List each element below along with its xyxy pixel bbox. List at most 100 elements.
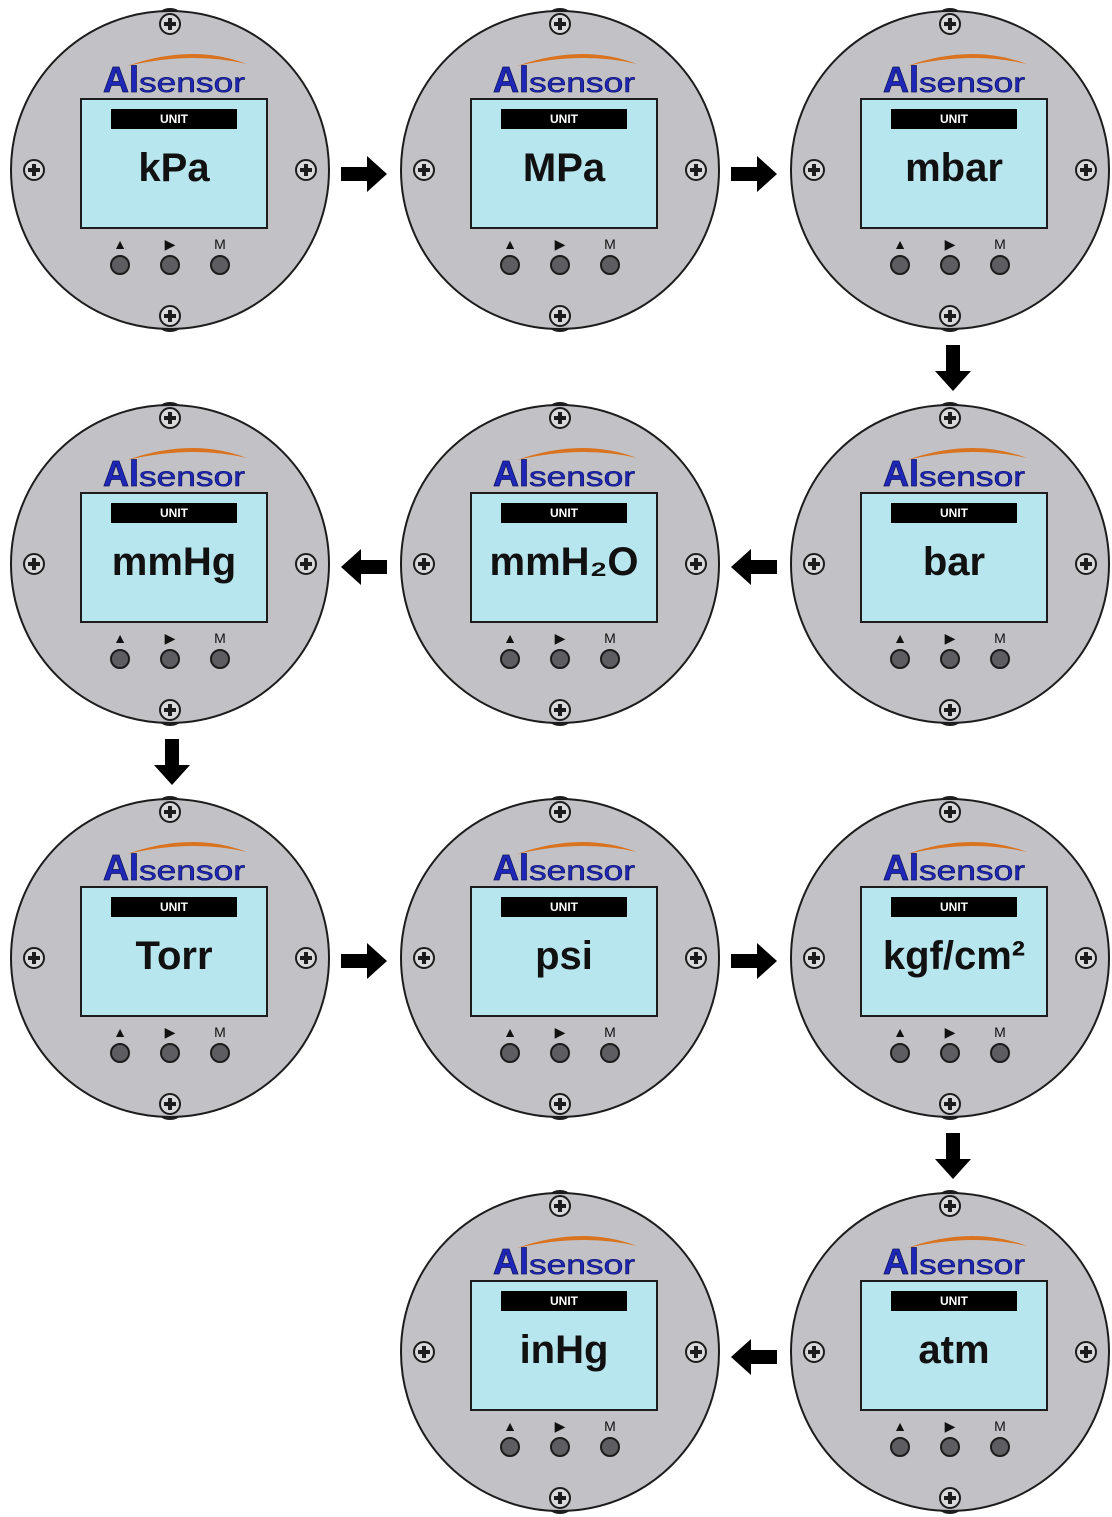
screw-top-icon xyxy=(549,13,571,35)
logo-text-sensor: sensor xyxy=(529,67,635,98)
logo-text-sensor: sensor xyxy=(529,461,635,492)
mode-button[interactable] xyxy=(600,1437,620,1457)
logo-text-al: Al xyxy=(493,59,529,100)
up-button[interactable] xyxy=(110,649,130,669)
screw-top-icon xyxy=(939,801,961,823)
logo-text-sensor: sensor xyxy=(529,855,635,886)
screw-right-icon xyxy=(685,947,707,969)
right-button[interactable] xyxy=(160,649,180,669)
up-button[interactable] xyxy=(890,649,910,669)
screw-bottom-icon xyxy=(159,305,181,327)
mode-button[interactable] xyxy=(990,649,1010,669)
right-button[interactable] xyxy=(550,1437,570,1457)
screw-top-icon xyxy=(939,13,961,35)
mode-button-label: M xyxy=(214,630,226,646)
mode-button[interactable] xyxy=(600,255,620,275)
up-button[interactable] xyxy=(500,1043,520,1063)
up-button-label: ▲ xyxy=(503,1418,517,1434)
up-button[interactable] xyxy=(110,255,130,275)
mode-button[interactable] xyxy=(990,1043,1010,1063)
unit-value: atm xyxy=(918,1328,990,1372)
screw-right-icon xyxy=(1075,947,1097,969)
unit-header: UNIT xyxy=(501,503,627,523)
right-button-label: ▶ xyxy=(554,236,566,252)
screw-bottom-icon xyxy=(549,699,571,721)
mode-button[interactable] xyxy=(990,1437,1010,1457)
screw-bottom-icon xyxy=(939,305,961,327)
up-button-label: ▲ xyxy=(503,1024,517,1040)
screw-left-icon xyxy=(23,159,45,181)
screw-left-icon xyxy=(413,947,435,969)
right-button[interactable] xyxy=(940,1043,960,1063)
mode-button[interactable] xyxy=(600,649,620,669)
unit-header: UNIT xyxy=(891,1291,1017,1311)
unit-value: mmHg xyxy=(111,540,237,584)
logo-text-al: Al xyxy=(493,847,529,888)
unit-value: psi xyxy=(535,934,593,978)
right-button-label: ▶ xyxy=(554,1024,566,1040)
right-button[interactable] xyxy=(550,1043,570,1063)
screw-right-icon xyxy=(1075,553,1097,575)
mode-button[interactable] xyxy=(210,255,230,275)
right-button[interactable] xyxy=(550,255,570,275)
screw-left-icon xyxy=(23,553,45,575)
screw-right-icon xyxy=(685,1341,707,1363)
right-button[interactable] xyxy=(940,649,960,669)
screw-bottom-icon xyxy=(159,1093,181,1115)
logo-swoosh xyxy=(517,1235,637,1248)
mode-button[interactable] xyxy=(210,1043,230,1063)
unit-value: kPa xyxy=(138,146,210,190)
up-button[interactable] xyxy=(890,1437,910,1457)
right-button[interactable] xyxy=(160,255,180,275)
up-button-label: ▲ xyxy=(893,630,907,646)
logo-text-al: Al xyxy=(883,847,919,888)
right-button[interactable] xyxy=(160,1043,180,1063)
screw-left-icon xyxy=(413,159,435,181)
up-button-label: ▲ xyxy=(503,630,517,646)
flow-arrow-down-icon xyxy=(935,1133,971,1179)
mode-button[interactable] xyxy=(600,1043,620,1063)
up-button[interactable] xyxy=(500,255,520,275)
right-button-label: ▶ xyxy=(164,1024,176,1040)
up-button[interactable] xyxy=(890,255,910,275)
mode-button[interactable] xyxy=(990,255,1010,275)
up-button[interactable] xyxy=(500,649,520,669)
up-button-label: ▲ xyxy=(893,1418,907,1434)
screw-left-icon xyxy=(413,553,435,575)
right-button[interactable] xyxy=(550,649,570,669)
screw-top-icon xyxy=(159,801,181,823)
up-button-label: ▲ xyxy=(893,1024,907,1040)
right-button[interactable] xyxy=(940,255,960,275)
up-button[interactable] xyxy=(500,1437,520,1457)
flow-arrow-right-icon xyxy=(731,156,777,192)
flow-arrow-right-icon xyxy=(731,943,777,979)
screw-bottom-icon xyxy=(159,699,181,721)
logo-text-sensor: sensor xyxy=(919,67,1025,98)
unit-header: UNIT xyxy=(501,1291,627,1311)
logo-text-al: Al xyxy=(883,453,919,494)
mode-button-label: M xyxy=(604,236,616,252)
unit-header: UNIT xyxy=(891,897,1017,917)
mode-button[interactable] xyxy=(210,649,230,669)
right-button[interactable] xyxy=(940,1437,960,1457)
unit-header: UNIT xyxy=(891,503,1017,523)
screw-left-icon xyxy=(803,159,825,181)
logo-swoosh xyxy=(127,841,247,854)
up-button[interactable] xyxy=(110,1043,130,1063)
up-button[interactable] xyxy=(890,1043,910,1063)
